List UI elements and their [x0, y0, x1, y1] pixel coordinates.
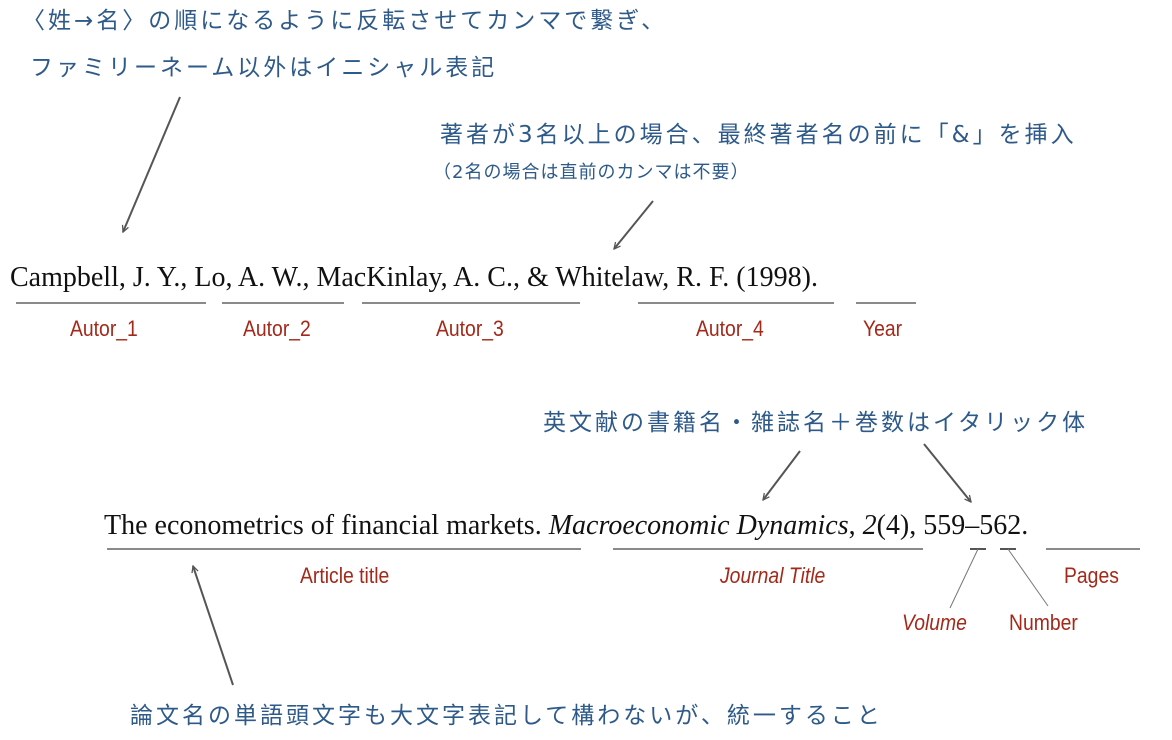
article-title-underline: [107, 548, 581, 550]
arrow-volume-italic: [923, 443, 971, 502]
author-4-label: Autor_4: [696, 316, 764, 341]
pages-underline: [1046, 548, 1140, 550]
separator-comma-1: ,: [848, 510, 856, 541]
year-underline: [856, 302, 916, 304]
arrow-ampersand: [614, 200, 654, 249]
citation-line-2: The econometrics of financial markets. M…: [104, 512, 1028, 540]
number-text: (4): [876, 510, 910, 541]
author-3-text: MacKinlay, A. C.,: [316, 262, 520, 293]
author-1-text: Campbell, J. Y.,: [10, 262, 188, 293]
author-1-label: Autor_1: [70, 316, 138, 341]
volume-underline: [970, 548, 986, 550]
author-4-text: Whitelaw, R. F.: [555, 262, 730, 293]
note-ampersand-rule: 著者が3名以上の場合、最終著者名の前に「&」を挿入: [440, 122, 1077, 148]
citation-line-1: Campbell, J. Y., Lo, A. W., MacKinlay, A…: [10, 264, 818, 292]
note-ampersand-subrule: （2名の場合は直前のカンマは不要）: [433, 162, 750, 183]
ampersand-text: &: [526, 262, 549, 293]
journal-title-text: Macroeconomic Dynamics: [548, 510, 849, 541]
pages-text: 559–562.: [923, 510, 1029, 541]
number-underline: [1000, 548, 1016, 550]
author-2-underline: [222, 302, 344, 304]
author-2-label: Autor_2: [243, 316, 311, 341]
pages-label: Pages: [1064, 563, 1119, 588]
volume-text: 2: [862, 510, 877, 541]
article-title-label: Article title: [300, 563, 390, 588]
number-label: Number: [1009, 610, 1078, 635]
article-title-text: The econometrics of financial markets.: [104, 510, 542, 541]
author-3-label: Autor_3: [436, 316, 504, 341]
arrow-journal-italic: [763, 450, 801, 500]
leader-number: [1007, 548, 1049, 607]
author-1-underline: [16, 302, 206, 304]
volume-label: Volume: [902, 610, 967, 635]
arrow-name-order: [123, 96, 181, 232]
author-3-underline: [362, 302, 580, 304]
note-name-order-line2: ファミリーネーム以外はイニシャル表記: [30, 55, 498, 81]
author-2-text: Lo, A. W.,: [194, 262, 310, 293]
journal-title-underline: [613, 548, 923, 550]
note-italic-rule: 英文献の書籍名・雑誌名＋巻数はイタリック体: [543, 410, 1089, 436]
separator-comma-2: ,: [909, 510, 917, 541]
arrow-title-case: [193, 566, 234, 686]
year-text: (1998).: [736, 262, 818, 293]
note-title-case-rule: 論文名の単語頭文字も大文字表記して構わないが、統一すること: [130, 703, 883, 729]
leader-volume: [949, 548, 979, 609]
journal-title-label: Journal Title: [720, 563, 826, 588]
note-name-order-line1: 〈姓→名〉の順になるように反転させてカンマで繋ぎ、: [22, 8, 668, 34]
year-label: Year: [863, 316, 903, 341]
author-4-underline: [638, 302, 834, 304]
